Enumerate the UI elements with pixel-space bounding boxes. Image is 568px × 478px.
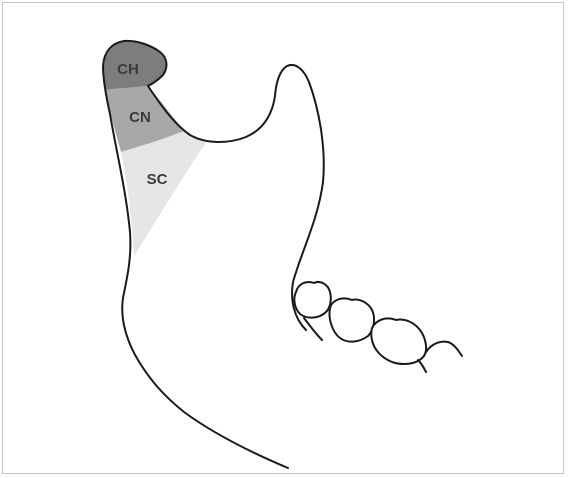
- label-sc: SC: [147, 171, 168, 188]
- tooth-1: [294, 282, 330, 318]
- tooth-3: [371, 318, 426, 364]
- tooth-2: [329, 298, 374, 341]
- label-cn: CN: [129, 109, 151, 126]
- tooth-4-partial: [424, 342, 462, 356]
- label-ch: CH: [117, 61, 139, 78]
- region-sc: [121, 131, 207, 256]
